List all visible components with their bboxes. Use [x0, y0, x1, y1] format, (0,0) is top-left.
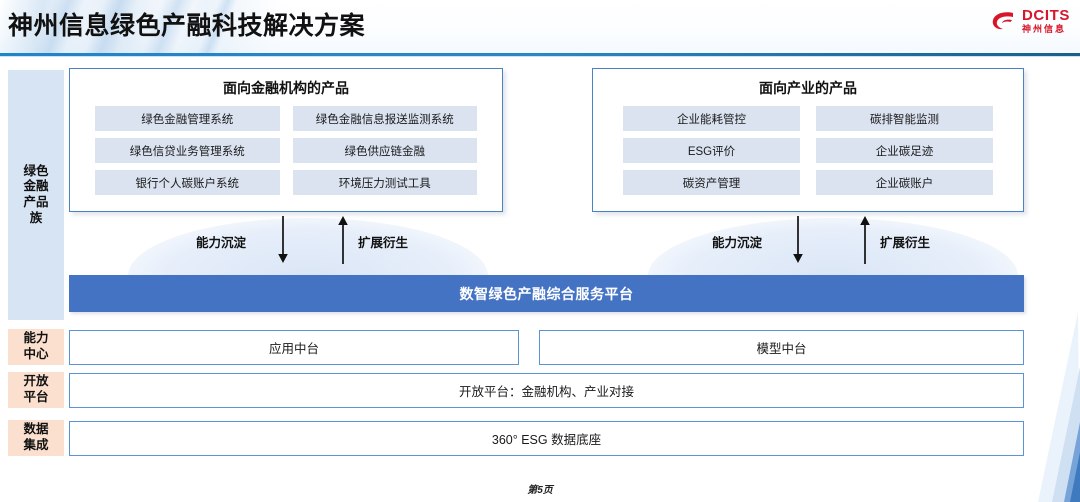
header-divider-soft — [0, 56, 1080, 57]
sidebar-label-text: 绿色 金融 产品 族 — [23, 163, 49, 225]
header-divider — [0, 53, 1080, 56]
flow-hill-left — [128, 218, 488, 276]
layer-data-foundation[interactable]: 360° ESG 数据底座 — [69, 421, 1024, 456]
arrow-down-icon-left — [278, 216, 288, 263]
layer-label: 模型中台 — [756, 342, 807, 356]
flow-label-capability-precipitation-left: 能力沉淀 — [196, 236, 247, 250]
flow-label-expansion-derivation-right: 扩展衍生 — [880, 236, 931, 250]
layer-open-platform[interactable]: 开放平台：金融机构、产业对接 — [69, 373, 1024, 408]
logo-chinese-name: 神州信息 — [1022, 24, 1067, 34]
platform-bar-label: 数智绿色产融综合服务平台 — [459, 285, 634, 302]
product-chip[interactable]: 企业碳足迹 — [816, 138, 993, 163]
arrow-up-icon-right — [860, 216, 870, 264]
company-logo: DCITS 神州信息 — [991, 8, 1070, 34]
layer-application-middle-platform[interactable]: 应用中台 — [69, 330, 519, 365]
arrow-down-icon-right — [793, 216, 803, 263]
product-group-title: 面向金融机构的产品 — [223, 80, 349, 96]
platform-bar[interactable]: 数智绿色产融综合服务平台 — [69, 275, 1024, 312]
product-chip[interactable]: 环境压力测试工具 — [292, 170, 477, 195]
page-number-footer: 第5页 — [527, 485, 553, 496]
product-chip[interactable]: 绿色金融管理系统 — [95, 106, 280, 131]
product-chip[interactable]: 企业碳账户 — [816, 170, 993, 195]
product-chip[interactable]: 绿色金融信息报送监测系统 — [292, 106, 477, 131]
arrow-up-icon-left — [338, 216, 348, 264]
sidebar-item-capability-center[interactable]: 能力 中心 — [8, 329, 64, 365]
sidebar-label-text: 数据 集成 — [23, 422, 49, 452]
product-chip[interactable]: 碳排智能监测 — [816, 106, 993, 131]
product-chip[interactable]: 银行个人碳账户系统 — [95, 170, 280, 195]
product-group-industry: 面向产业的产品 企业能耗管控 碳排智能监测 ESG评价 企业碳足迹 碳资产管理 … — [592, 68, 1024, 212]
sidebar-label-text: 能力 中心 — [23, 331, 49, 361]
sidebar-item-green-finance-products[interactable]: 绿色 金融 产品 族 — [8, 70, 64, 320]
product-group-title: 面向产业的产品 — [759, 80, 857, 96]
layer-model-middle-platform[interactable]: 模型中台 — [539, 330, 1024, 365]
product-group-financial-institutions: 面向金融机构的产品 绿色金融管理系统 绿色金融信息报送监测系统 绿色信贷业务管理… — [69, 68, 503, 212]
header-band — [0, 0, 1080, 54]
layer-label: 应用中台 — [268, 342, 319, 356]
logo-text: DCITS 神州信息 — [1022, 8, 1070, 34]
product-chip[interactable]: ESG评价 — [623, 138, 800, 163]
product-chip[interactable]: 企业能耗管控 — [623, 106, 800, 131]
dcits-swirl-icon — [992, 12, 1013, 30]
page-title: 神州信息绿色产融科技解决方案 — [8, 12, 366, 40]
sidebar-label-text: 开放 平台 — [23, 374, 49, 404]
product-chip-grid: 绿色金融管理系统 绿色金融信息报送监测系统 绿色信贷业务管理系统 绿色供应链金融… — [70, 106, 502, 195]
sidebar-item-open-platform[interactable]: 开放 平台 — [8, 372, 64, 408]
layer-label: 360° ESG 数据底座 — [491, 433, 602, 447]
product-chip[interactable]: 绿色信贷业务管理系统 — [95, 138, 280, 163]
flow-label-expansion-derivation-left: 扩展衍生 — [358, 236, 409, 250]
product-chip-grid: 企业能耗管控 碳排智能监测 ESG评价 企业碳足迹 碳资产管理 企业碳账户 — [593, 106, 1023, 195]
sidebar-item-data-integration[interactable]: 数据 集成 — [8, 420, 64, 456]
logo-english-name: DCITS — [1022, 7, 1070, 24]
flow-label-capability-precipitation-right: 能力沉淀 — [712, 236, 763, 250]
layer-label: 开放平台：金融机构、产业对接 — [458, 385, 634, 399]
product-chip[interactable]: 绿色供应链金融 — [292, 138, 477, 163]
flow-hill-right — [648, 218, 1018, 276]
product-chip[interactable]: 碳资产管理 — [623, 170, 800, 195]
